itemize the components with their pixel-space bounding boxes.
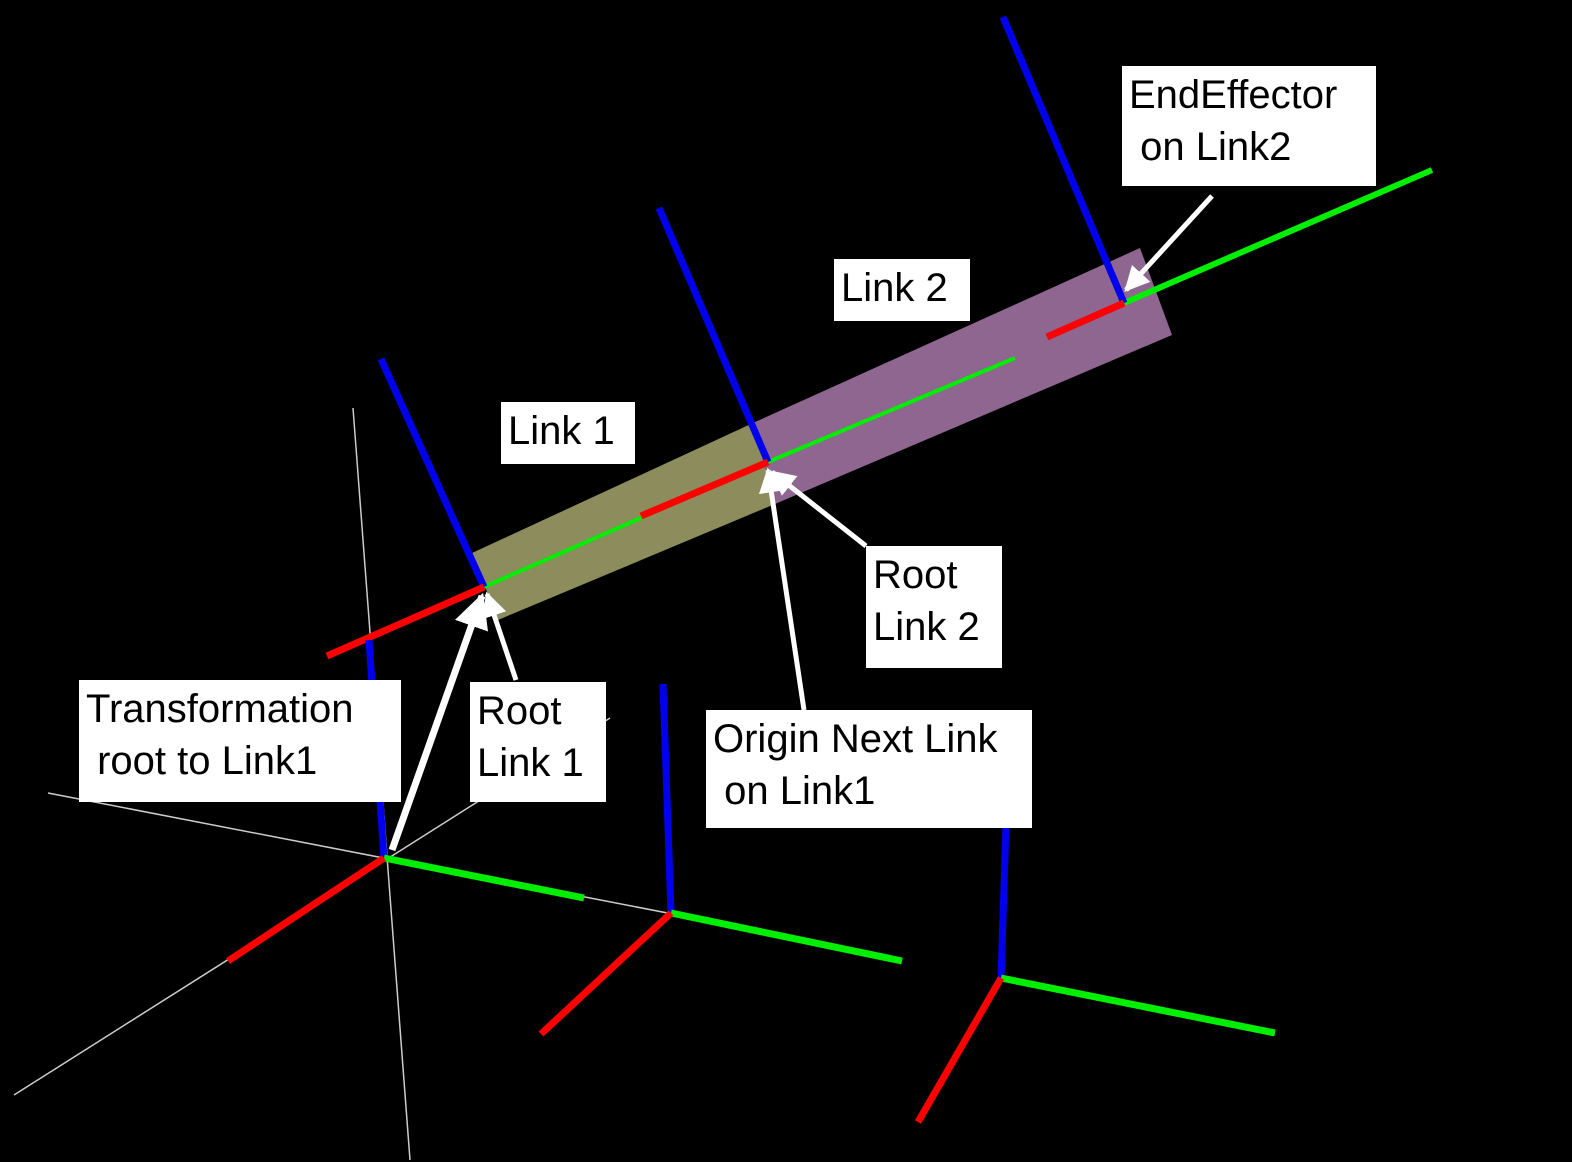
link2-frame-z-axis (997, 825, 1010, 979)
label-end-effector: EndEffector on Link2 (1122, 66, 1376, 186)
label-link1: Link 1 (501, 402, 635, 464)
end-effector-y-axis (1122, 167, 1434, 306)
world-frame-x-axis (226, 855, 386, 964)
root-link2-x-axis (639, 458, 770, 520)
link2-body (753, 248, 1172, 504)
arrow-origin-next-link (758, 467, 807, 711)
link2-y-axis (767, 356, 1016, 464)
end-effector-x-axis (1045, 299, 1126, 341)
root-link1-z-axis (377, 357, 488, 589)
label-origin-next-link: Origin Next Link on Link1 (706, 710, 1032, 828)
arrow-root-link1 (482, 591, 519, 681)
link2-frame-y-axis (1000, 974, 1276, 1037)
link2-frame-x-axis (914, 976, 1005, 1124)
link1-frame-y-axis (670, 909, 903, 965)
annotation-arrows (388, 194, 1214, 852)
label-root-link2: Root Link 2 (866, 546, 1002, 668)
arrow-end-effector (1124, 194, 1214, 292)
root-link2-z-axis (655, 206, 772, 464)
link1-frame-x-axis (538, 910, 674, 1037)
world-frame-y-axis (383, 854, 585, 902)
label-link2: Link 2 (834, 259, 970, 321)
arrow-root-link2 (770, 470, 868, 548)
root-link1-x-axis (325, 583, 486, 660)
arrow-transformation (388, 592, 488, 852)
link1-body (472, 423, 775, 620)
label-root-link1: Root Link 1 (470, 682, 606, 802)
end-effector-z-axis (999, 15, 1128, 305)
label-transformation: Transformation root to Link1 (79, 680, 401, 802)
link1-frame-z-axis (659, 683, 675, 914)
